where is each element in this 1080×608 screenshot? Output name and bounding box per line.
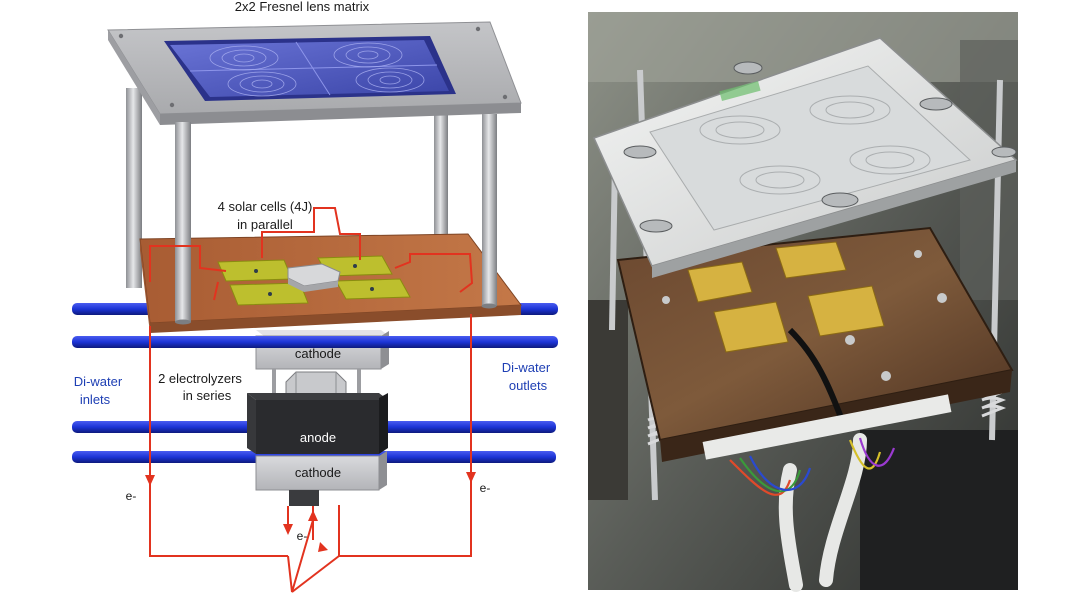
support-posts-back [126,88,448,288]
electron-label-bottom: e- [297,529,308,543]
inlets-label-line2: inlets [80,392,111,407]
schematic: 2x2 Fresnel lens matrix 4 solar cells (4… [72,0,558,593]
setup-photograph [588,12,1018,592]
electrical-wiring [149,207,474,593]
electron-label-right: e- [480,481,491,495]
solar-cells-label-line1: 4 solar cells (4J) [218,199,313,214]
outlets-label-line1: Di-water [502,360,551,375]
solar-cells [217,255,411,306]
cathode-top-label: cathode [295,346,341,361]
electrolyzers-label-line2: in series [183,388,232,403]
lens-matrix-title: 2x2 Fresnel lens matrix [235,0,370,14]
electron-label-left: e- [126,489,137,503]
solar-cells-label-line2: in parallel [237,217,293,232]
electrolyzers-label-line1: 2 electrolyzers [158,371,242,386]
support-posts-front [175,114,497,325]
outlets-label-line2: outlets [509,378,548,393]
current-arrows [145,472,476,552]
anode-label: anode [300,430,336,445]
cathode-bottom-label: cathode [295,465,341,480]
inlets-label-line1: Di-water [74,374,123,389]
fresnel-lens-matrix [164,36,456,101]
